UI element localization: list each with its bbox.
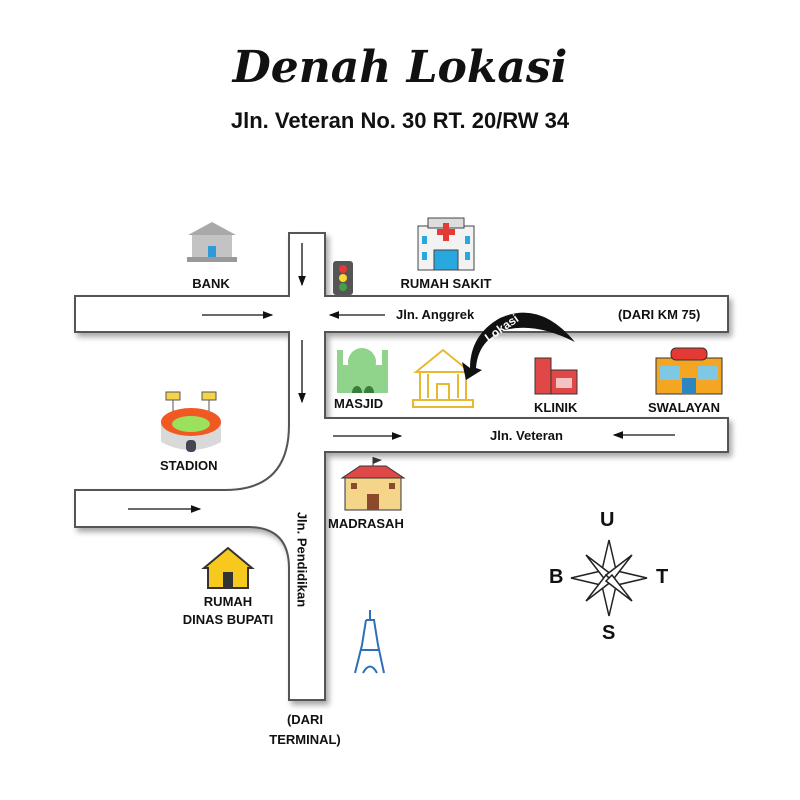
madrasah-icon xyxy=(340,457,406,511)
mosque-icon xyxy=(337,348,388,393)
rumah-sakit-label: RUMAH SAKIT xyxy=(400,276,492,291)
lokasi-building-icon xyxy=(412,348,474,408)
madrasah-label: MADRASAH xyxy=(328,516,404,531)
compass-rose-icon xyxy=(570,539,648,617)
compass-north: U xyxy=(600,509,615,531)
bank-label: BANK xyxy=(192,276,230,291)
address: Jln. Veteran No. 30 RT. 20/RW 34 xyxy=(230,108,570,133)
origin-terminal-2: TERMINAL) xyxy=(269,732,341,747)
house-icon xyxy=(201,546,255,589)
compass-west: B xyxy=(549,566,564,588)
rumah-dinas-label-1: RUMAH xyxy=(203,594,253,609)
eiffel-tower-icon xyxy=(354,610,385,674)
road-label-anggrek: Jln. Anggrek xyxy=(396,307,475,322)
traffic-arrows xyxy=(128,243,675,513)
rumah-dinas-label-2: DINAS BUPATI xyxy=(182,612,274,627)
compass-east: T xyxy=(656,566,669,588)
bank-icon xyxy=(187,222,237,262)
swalayan-label: SWALAYAN xyxy=(648,400,721,415)
road-network xyxy=(74,232,729,701)
stadium-icon xyxy=(161,391,221,452)
supermarket-icon xyxy=(655,347,723,395)
clinic-icon xyxy=(534,357,578,395)
stadion-label: STADION xyxy=(160,458,218,473)
road-label-pendidikan: Jln. Pendidikan xyxy=(294,511,310,608)
hospital-icon xyxy=(417,217,475,271)
traffic-light-icon xyxy=(333,261,353,295)
klinik-label: KLINIK xyxy=(534,400,578,415)
origin-km75: (DARI KM 75) xyxy=(618,307,701,322)
map-title: Denah Lokasi xyxy=(232,42,568,93)
road-label-veteran: Jln. Veteran xyxy=(490,428,563,443)
compass-south: S xyxy=(602,622,616,644)
masjid-label: MASJID xyxy=(334,396,384,411)
origin-terminal-1: (DARI xyxy=(286,712,324,727)
